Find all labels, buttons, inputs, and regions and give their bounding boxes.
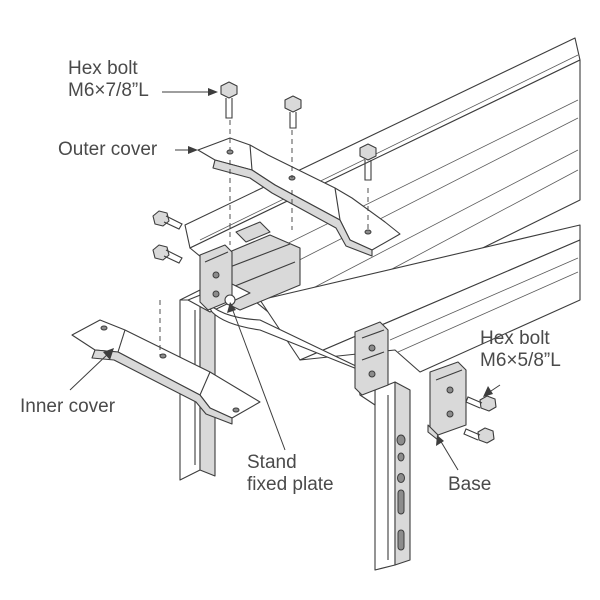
left-base-bracket: [199, 244, 236, 311]
hex-bolt-right-1: [465, 395, 497, 412]
leader-lines: [69, 88, 501, 471]
alignment-lines: [159, 120, 369, 356]
hex-bolt-right-label-line1: Hex bolt: [480, 328, 550, 349]
right-stand: [204, 299, 411, 571]
hex-bolt-top-label-line1: Hex bolt: [68, 58, 138, 79]
hex-bolt-top-2: [284, 95, 302, 129]
stand-fixed-plate-label: Stand fixed plate: [247, 452, 334, 496]
inner-cover-label-text: Inner cover: [20, 396, 116, 417]
outer-cover-part: [197, 137, 401, 257]
stand-fixed-plate-label-line2: fixed plate: [247, 474, 334, 495]
outer-cover-label: Outer cover: [58, 139, 157, 161]
base-label-text: Base: [448, 474, 492, 495]
inner-cover-part: [71, 319, 261, 425]
hex-bolt-right-2: [463, 427, 495, 444]
hex-bolt-top-3: [359, 143, 377, 181]
hex-bolt-top-label: Hex bolt M6×7/8”L: [68, 58, 149, 102]
hex-bolt-right-label-line2: M6×5/8”L: [480, 350, 561, 371]
hex-bolt-left-2: [152, 244, 183, 264]
base-brackets: [354, 321, 467, 441]
inner-cover-label: Inner cover: [20, 396, 115, 418]
base-label: Base: [448, 474, 491, 496]
outer-cover-label-text: Outer cover: [58, 139, 158, 160]
hex-bolt-top-label-line2: M6×7/8”L: [68, 80, 149, 101]
hex-bolt-right-label: Hex bolt M6×5/8”L: [480, 328, 561, 372]
stand-fixed-plate-label-line1: Stand: [247, 452, 297, 473]
hex-bolt-left-1: [152, 210, 183, 230]
hex-bolt-top-1: [220, 81, 238, 119]
